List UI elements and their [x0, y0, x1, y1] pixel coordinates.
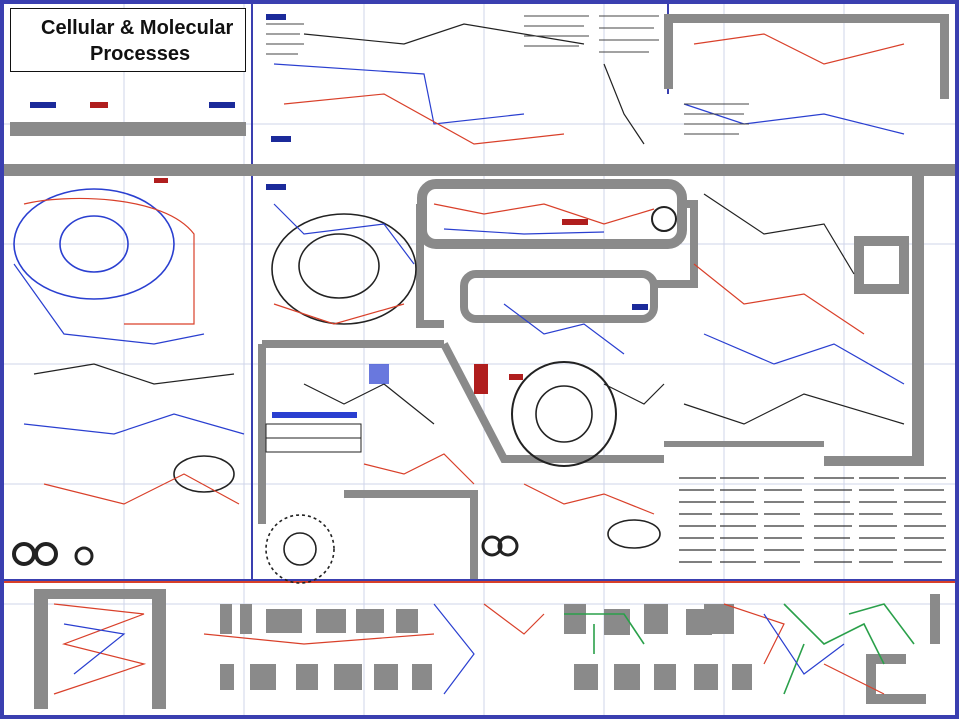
- duct-lower: [344, 490, 478, 579]
- organelle-bottom: [854, 284, 909, 294]
- right-membrane-bottom: [824, 456, 924, 466]
- er-loop-upper: [417, 179, 687, 249]
- title-line-2: Processes: [90, 43, 191, 65]
- right-membrane-vertical: [912, 169, 924, 464]
- er-connector-right: [654, 200, 698, 288]
- nucleus-loop-left: [13, 188, 175, 300]
- top-right-membrane-left: [664, 14, 673, 89]
- poster-title: Cellular & Molecular Processes: [10, 8, 246, 72]
- er-loop-lower: [460, 270, 658, 323]
- network-paths: [13, 23, 905, 515]
- cycle-inner-mid: [298, 233, 380, 299]
- bottom-blue-network: [63, 603, 845, 695]
- top-right-membrane-top: [664, 14, 949, 23]
- cycle-loop-mid: [271, 213, 417, 325]
- krebs-cycle: [511, 361, 617, 467]
- top-right-membrane-right: [940, 14, 949, 99]
- membrane-bands: [4, 14, 955, 466]
- er-complex: [416, 179, 698, 328]
- plasma-membrane-band: [4, 164, 955, 176]
- complex-ring: [265, 514, 335, 584]
- transcription-block: [265, 412, 362, 453]
- title-line-1: Cellular & Molecular: [41, 17, 234, 39]
- vesicle: [651, 206, 677, 232]
- organelle-top: [854, 236, 909, 246]
- krebs-inner: [535, 385, 593, 443]
- coil-1: [481, 535, 503, 557]
- duct-diagonal: [440, 342, 664, 463]
- bottom-red-network: [53, 603, 885, 695]
- panel-grid: [4, 4, 955, 715]
- nucleus-inner-left: [59, 215, 129, 273]
- bottom-membrane-panels: [34, 589, 940, 709]
- coil-2: [497, 535, 519, 557]
- dna-loop-1: [12, 542, 36, 566]
- mito-blob: [607, 519, 661, 549]
- organelle-left: [854, 244, 864, 289]
- upper-left-membrane: [10, 122, 246, 136]
- section-dividers: [4, 4, 955, 581]
- mid-ducts: [258, 340, 824, 579]
- bottom-green-network: [564, 603, 915, 695]
- er-connector: [416, 204, 444, 328]
- pathway-map: [4, 4, 955, 715]
- highlight-labels: [30, 14, 648, 394]
- spiral-loop: [173, 455, 235, 493]
- upper-text-blocks: [266, 15, 749, 135]
- cell-circles: [12, 188, 677, 584]
- complex-core: [283, 532, 317, 566]
- text-panel: [679, 477, 946, 563]
- organelle-right: [899, 244, 909, 289]
- dna-loop-2: [34, 542, 58, 566]
- dna-loop-3: [74, 546, 94, 566]
